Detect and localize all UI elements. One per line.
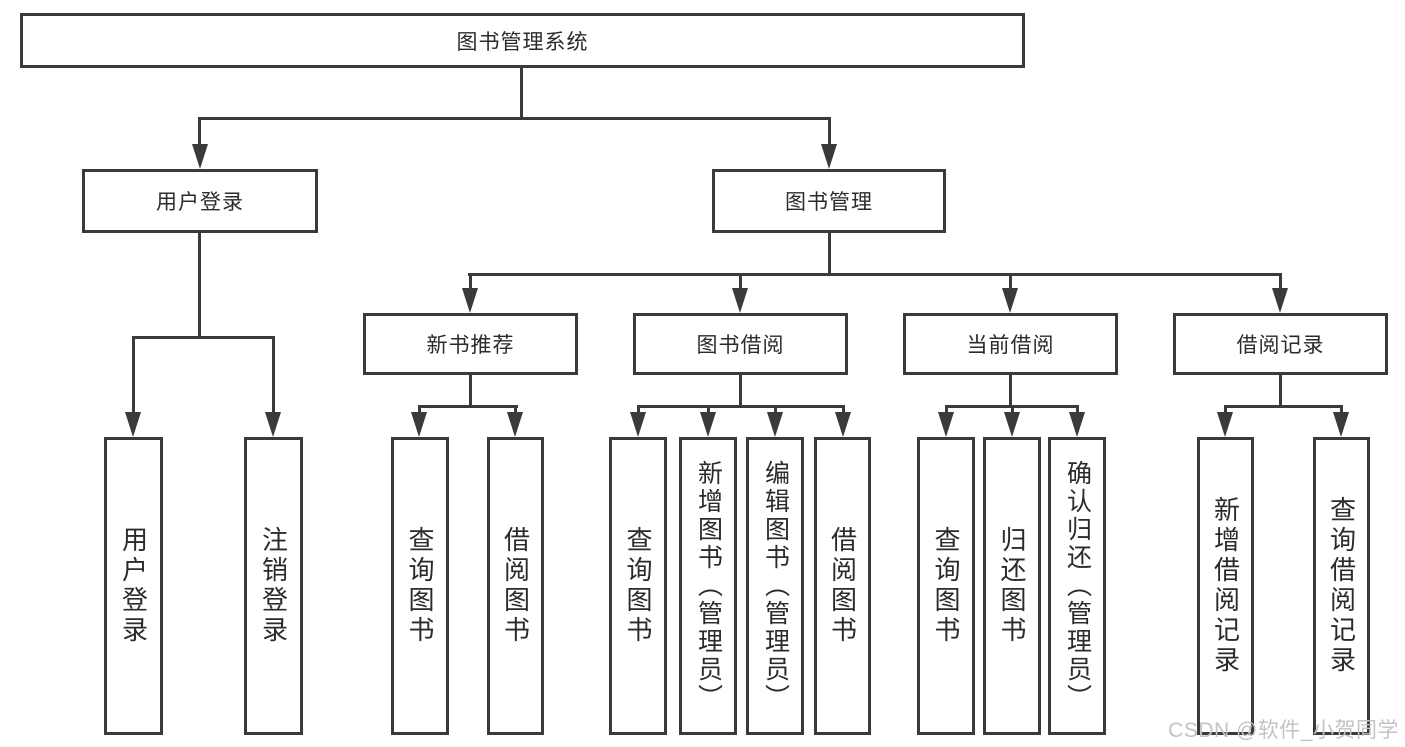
leaf-query-book-1-label: 查询图书	[405, 526, 435, 646]
connector-drop	[842, 405, 845, 417]
arrowhead-icon	[1333, 412, 1349, 437]
arrowhead-icon	[1004, 412, 1020, 437]
arrowhead-icon	[767, 412, 783, 437]
node-book-management-label: 图书管理	[785, 191, 873, 214]
connector-user-login-stem	[198, 231, 201, 339]
connector-drop	[707, 405, 710, 417]
connector-root-stem	[520, 66, 523, 120]
connector-drop	[1224, 405, 1227, 417]
connector-drop	[637, 405, 640, 417]
connector-user-login-bar	[132, 336, 275, 339]
arrowhead-icon	[1069, 412, 1085, 437]
connector-current-borrow-stem	[1009, 373, 1012, 408]
connector-drop	[514, 405, 517, 417]
connector-root-bar	[198, 117, 831, 120]
node-new-book-recommend-label: 新书推荐	[426, 334, 515, 357]
leaf-query-book-1: 查询图书	[391, 437, 449, 735]
node-book-management: 图书管理	[712, 169, 946, 233]
arrowhead-icon	[732, 288, 748, 313]
arrowhead-icon	[1272, 288, 1288, 313]
node-root-label: 图书管理系统	[456, 30, 589, 54]
leaf-edit-book-admin: 编辑图书（管理员）	[746, 437, 804, 735]
arrowhead-icon	[507, 412, 523, 437]
connector-drop-leaf-logout	[272, 336, 275, 414]
arrowhead-icon	[1217, 412, 1233, 437]
connector-drop-borrow-records	[1279, 273, 1282, 291]
connector-drop	[1076, 405, 1079, 417]
arrowhead-icon	[192, 144, 208, 169]
arrowhead-icon	[835, 412, 851, 437]
leaf-add-book-admin: 新增图书（管理员）	[679, 437, 737, 735]
leaf-confirm-return-admin: 确认归还（管理员）	[1048, 437, 1106, 735]
leaf-borrow-book-1-label: 借阅图书	[500, 526, 531, 646]
leaf-return-book-label: 归还图书	[997, 526, 1027, 646]
leaf-add-borrow-record: 新增借阅记录	[1197, 437, 1254, 735]
leaf-query-book-3: 查询图书	[917, 437, 975, 735]
node-root: 图书管理系统	[20, 13, 1025, 68]
connector-drop	[774, 405, 777, 417]
arrowhead-icon	[1002, 288, 1018, 313]
leaf-borrow-book-2: 借阅图书	[814, 437, 871, 735]
leaf-add-book-admin-label: 新增图书（管理员）	[694, 460, 723, 712]
node-current-borrow: 当前借阅	[903, 313, 1118, 375]
leaf-user-login: 用户登录	[104, 437, 163, 735]
node-user-login: 用户登录	[82, 169, 318, 233]
leaf-edit-book-admin-label: 编辑图书（管理员）	[761, 460, 790, 712]
connector-drop-new-book-recommend	[469, 273, 472, 291]
leaf-confirm-return-admin-label: 确认归还（管理员）	[1063, 460, 1092, 712]
connector-drop-book-management	[828, 117, 831, 149]
connector-drop	[945, 405, 948, 417]
leaf-query-borrow-record: 查询借阅记录	[1313, 437, 1370, 735]
leaf-query-book-2-label: 查询图书	[623, 526, 653, 646]
arrowhead-icon	[821, 144, 837, 169]
connector-drop-current-borrow	[1009, 273, 1012, 291]
leaf-query-borrow-record-label: 查询借阅记录	[1326, 496, 1357, 676]
leaf-logout-label: 注销登录	[258, 526, 289, 646]
connector-borrow-records-stem	[1279, 373, 1282, 408]
connector-drop	[1011, 405, 1014, 417]
connector-drop	[418, 405, 421, 417]
arrowhead-icon	[265, 412, 281, 437]
arrowhead-icon	[411, 412, 427, 437]
leaf-query-book-3-label: 查询图书	[931, 526, 961, 646]
node-new-book-recommend: 新书推荐	[363, 313, 578, 375]
leaf-borrow-book-1: 借阅图书	[487, 437, 544, 735]
connector-drop	[1340, 405, 1343, 417]
arrowhead-icon	[125, 412, 141, 437]
arrowhead-icon	[462, 288, 478, 313]
connector-drop-book-borrow	[739, 273, 742, 291]
node-book-borrow-label: 图书借阅	[696, 334, 785, 357]
connector-book-borrow-bar	[637, 405, 845, 408]
leaf-borrow-book-2-label: 借阅图书	[827, 526, 858, 646]
connector-drop-user-login	[198, 117, 201, 149]
node-borrow-records-label: 借阅记录	[1236, 334, 1325, 357]
watermark: CSDN @软件_小贺同学	[1168, 719, 1399, 742]
connector-new-book-bar	[418, 405, 518, 408]
connector-book-borrow-stem	[739, 373, 742, 408]
arrowhead-icon	[630, 412, 646, 437]
leaf-return-book: 归还图书	[983, 437, 1041, 735]
connector-new-book-stem	[469, 373, 472, 408]
leaf-add-borrow-record-label: 新增借阅记录	[1210, 496, 1241, 676]
node-borrow-records: 借阅记录	[1173, 313, 1388, 375]
leaf-user-login-label: 用户登录	[118, 526, 149, 646]
node-book-borrow: 图书借阅	[633, 313, 848, 375]
node-current-borrow-label: 当前借阅	[966, 334, 1055, 357]
node-user-login-label: 用户登录	[156, 191, 244, 214]
connector-borrow-records-bar	[1224, 405, 1343, 408]
connector-drop-leaf-user-login	[132, 336, 135, 414]
arrowhead-icon	[700, 412, 716, 437]
connector-book-management-bar	[468, 273, 1282, 276]
leaf-logout: 注销登录	[244, 437, 303, 735]
leaf-query-book-2: 查询图书	[609, 437, 667, 735]
connector-book-management-stem	[828, 231, 831, 276]
arrowhead-icon	[938, 412, 954, 437]
